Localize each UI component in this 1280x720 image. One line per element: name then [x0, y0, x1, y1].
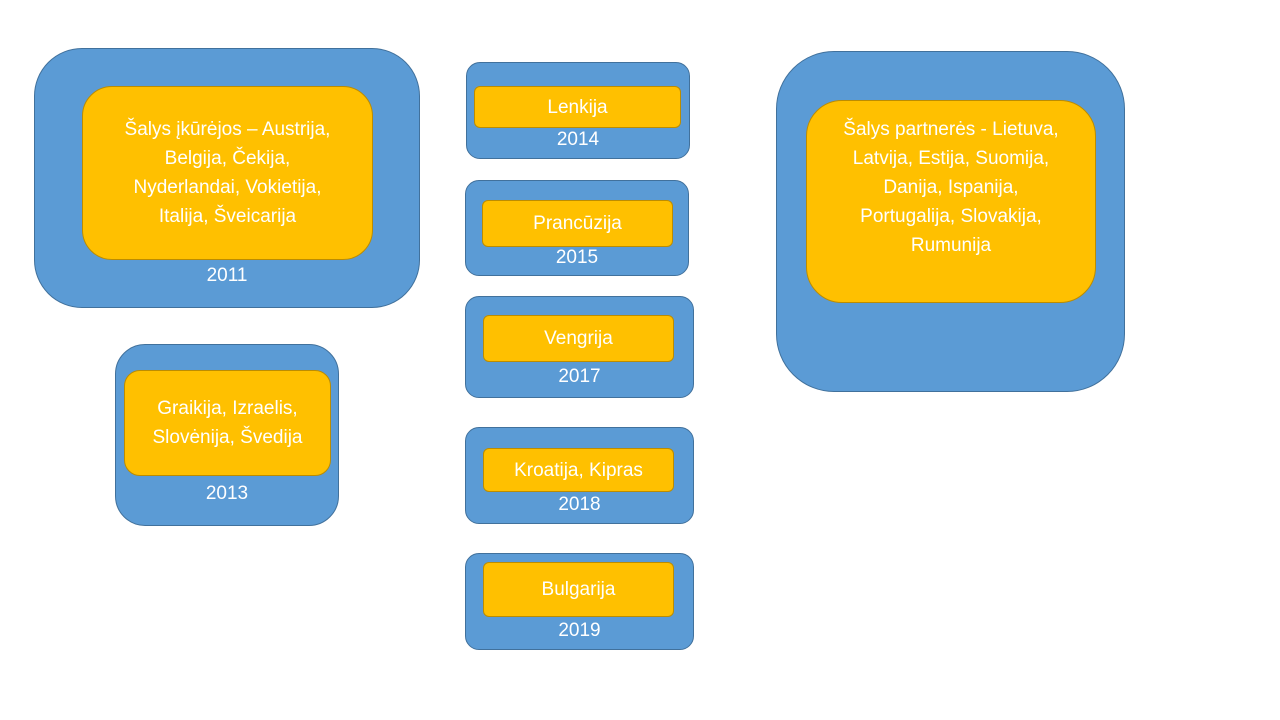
- box-2017: Vengrija: [483, 315, 674, 362]
- text-2013: Graikija, Izraelis, Slovėnija, Švedija: [152, 398, 303, 448]
- founders-text: Šalys įkūrėjos – Austrija, Belgija, Čeki…: [124, 119, 331, 227]
- partners-text: Šalys partnerės - Lietuva, Latvija, Esti…: [843, 119, 1059, 256]
- group-2018: Kroatija, Kipras 2018: [465, 427, 694, 524]
- text-2017: Vengrija: [544, 328, 613, 349]
- box-2019: Bulgarija: [483, 562, 674, 617]
- year-2015: 2015: [555, 247, 599, 268]
- year-2019: 2019: [558, 620, 601, 641]
- text-2014: Lenkija: [547, 96, 608, 118]
- group-partners: Šalys partnerės - Lietuva, Latvija, Esti…: [776, 51, 1125, 392]
- founders-box: Šalys įkūrėjos – Austrija, Belgija, Čeki…: [82, 86, 373, 260]
- year-2014: 2014: [556, 129, 600, 150]
- partners-box: Šalys partnerės - Lietuva, Latvija, Esti…: [806, 100, 1096, 303]
- year-2018: 2018: [558, 494, 601, 515]
- box-2015: Prancūzija: [482, 200, 673, 247]
- group-2017: Vengrija 2017: [465, 296, 694, 398]
- group-2015: Prancūzija 2015: [465, 180, 689, 276]
- group-2013: Graikija, Izraelis, Slovėnija, Švedija 2…: [115, 344, 339, 526]
- text-2019: Bulgarija: [541, 579, 616, 600]
- text-2015: Prancūzija: [533, 213, 622, 234]
- group-2014: Lenkija 2014: [466, 62, 690, 159]
- group-2011: Šalys įkūrėjos – Austrija, Belgija, Čeki…: [34, 48, 420, 308]
- year-2013: 2013: [205, 483, 249, 504]
- box-2014: Lenkija: [474, 86, 681, 128]
- year-2017: 2017: [558, 366, 601, 387]
- group-2019: Bulgarija 2019: [465, 553, 694, 650]
- box-2018: Kroatija, Kipras: [483, 448, 674, 492]
- year-2011: 2011: [206, 265, 248, 286]
- text-2018: Kroatija, Kipras: [514, 459, 643, 481]
- box-2013: Graikija, Izraelis, Slovėnija, Švedija: [124, 370, 331, 476]
